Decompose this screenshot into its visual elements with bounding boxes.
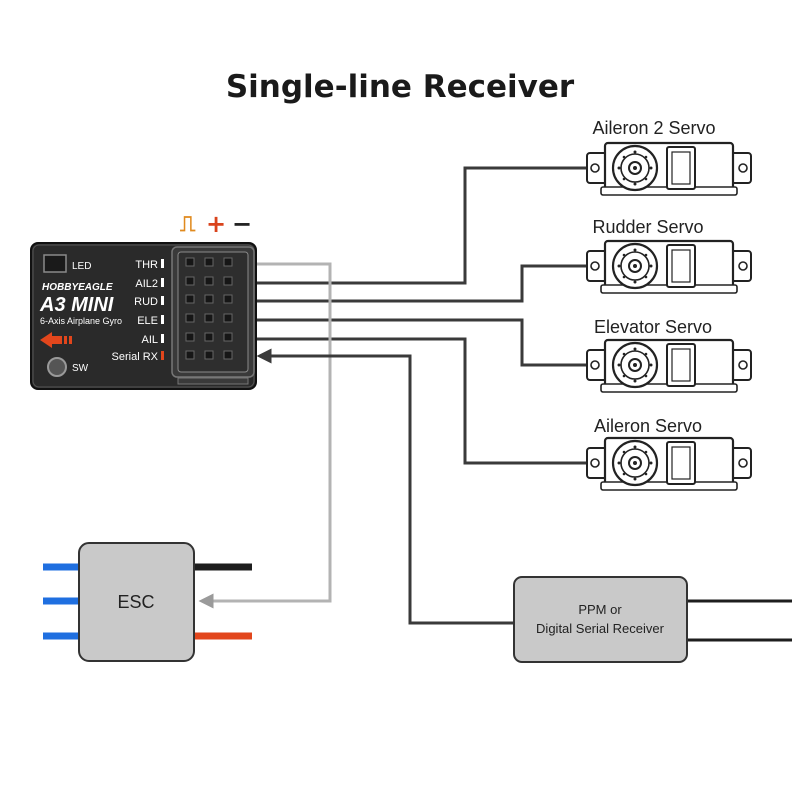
port-labels: THR AIL2 RUD ELE AIL Serial RX — [112, 259, 164, 363]
receiver-label-line1: PPM or — [578, 602, 622, 617]
minus-pin-symbol: − — [232, 210, 252, 238]
servo-rudder: Rudder Servo — [585, 217, 753, 295]
gyro-unit: LED HOBBYEAGLE A3 MINI 6-Axis Airplane G… — [30, 242, 257, 390]
signal-pin-symbol: ⎍ — [180, 212, 196, 237]
led-label: LED — [72, 261, 91, 272]
wire-receiver-to-serial-rx — [256, 348, 513, 625]
servo-label-aileron-2: Aileron 2 Servo — [592, 118, 715, 138]
wire-ail2-to-aileron2-servo — [255, 166, 590, 285]
gyro-subtitle: 6-Axis Airplane Gyro — [40, 316, 122, 326]
plus-pin-symbol: + — [206, 210, 226, 238]
servo-label-rudder: Rudder Servo — [592, 217, 703, 237]
esc-label: ESC — [117, 592, 154, 612]
port-label-serial-rx: Serial RX — [112, 351, 159, 363]
servo-wires — [255, 166, 590, 465]
pin-header — [171, 246, 255, 385]
servo-aileron-2: Aileron 2 Servo — [585, 118, 753, 197]
servo-label-elevator: Elevator Servo — [594, 317, 712, 337]
servo-label-aileron: Aileron Servo — [594, 416, 702, 436]
servo-elevator: Elevator Servo — [585, 317, 753, 394]
wire-ele-to-elevator-servo — [255, 318, 590, 367]
wire-thr-to-esc — [198, 262, 332, 609]
sw-button[interactable] — [47, 357, 67, 377]
wire-ail-to-aileron-servo — [255, 337, 590, 465]
port-label-thr: THR — [135, 259, 158, 271]
wire-rud-to-rudder-servo — [255, 264, 590, 303]
model-label: A3 MINI — [39, 294, 114, 316]
brand-label: HOBBYEAGLE — [42, 282, 113, 293]
sw-label: SW — [72, 363, 89, 374]
page-title: Single-line Receiver — [226, 69, 575, 105]
orientation-arrow-icon — [40, 332, 72, 348]
led-indicator — [43, 254, 67, 273]
receiver-unit: PPM or Digital Serial Receiver — [513, 576, 792, 663]
servo-aileron: Aileron Servo — [585, 416, 753, 492]
port-label-rud: RUD — [134, 296, 158, 308]
port-label-ele: ELE — [137, 315, 158, 327]
port-label-ail: AIL — [141, 334, 158, 346]
port-label-ail2: AIL2 — [135, 278, 158, 290]
receiver-label-line2: Digital Serial Receiver — [536, 621, 665, 636]
esc-unit: ESC — [43, 542, 252, 662]
pin-legend: ⎍ + − — [180, 210, 252, 238]
